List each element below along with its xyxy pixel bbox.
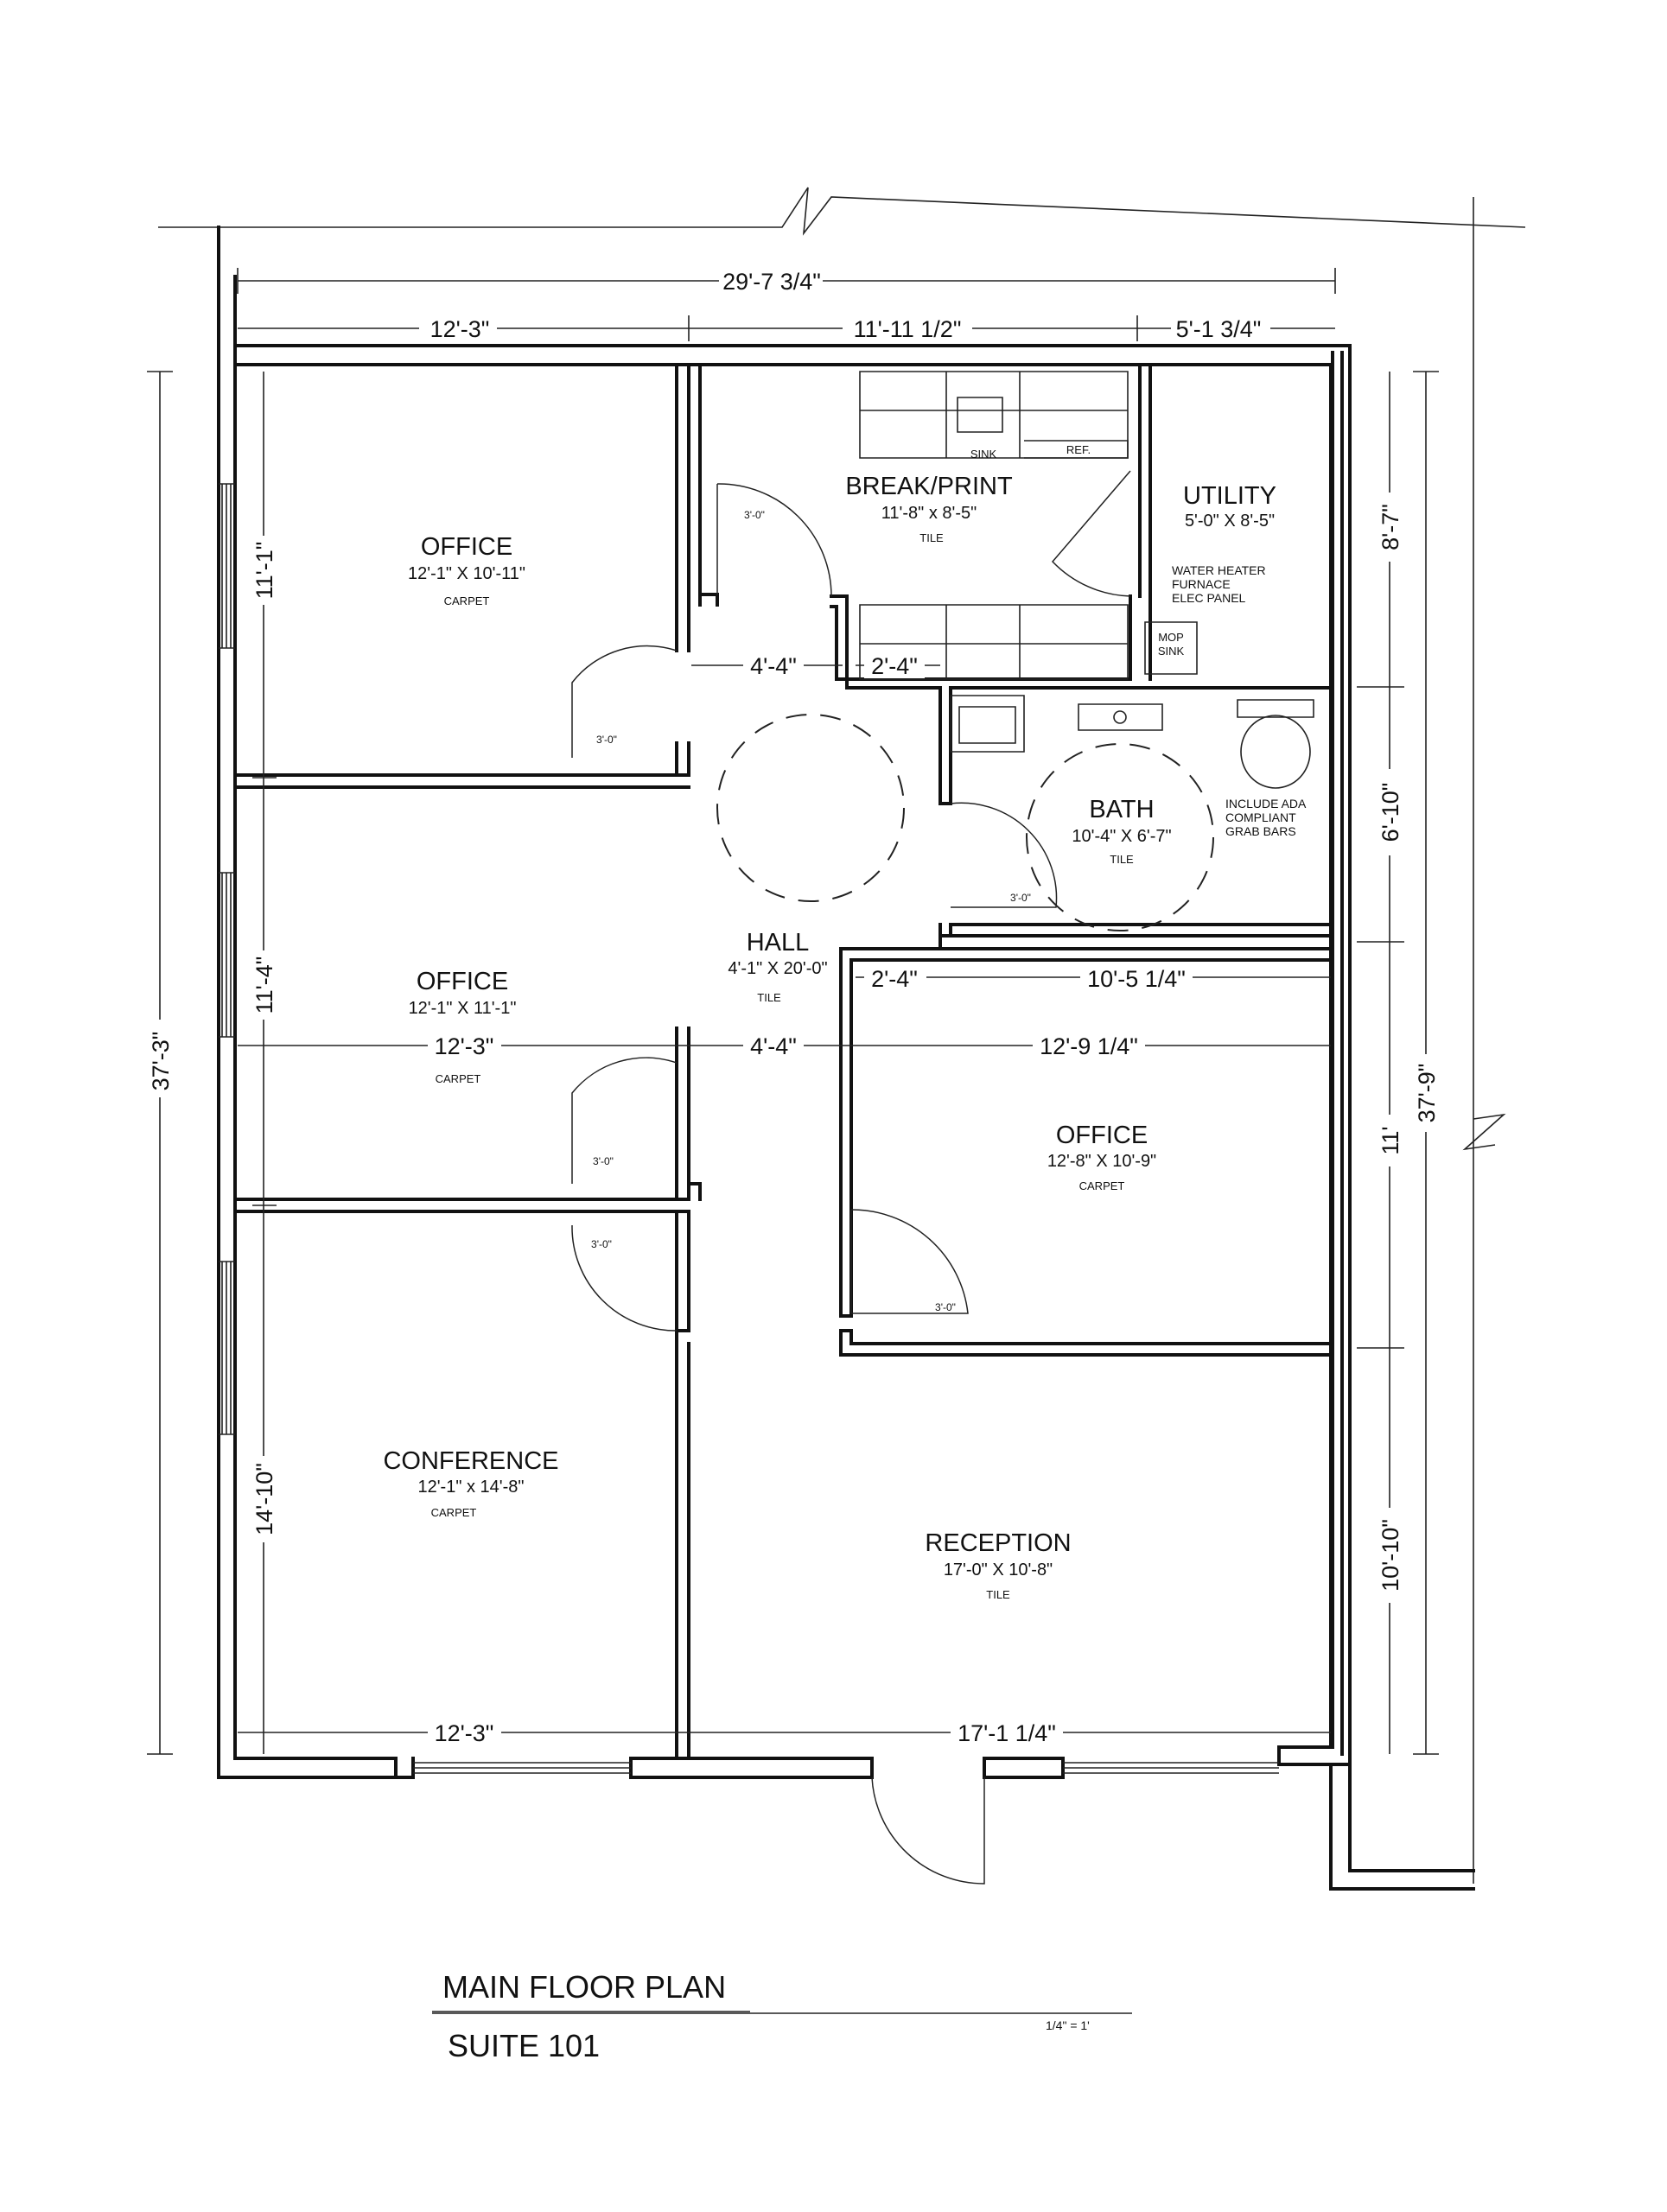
dim-right-4: 10'-10" xyxy=(1378,1519,1403,1592)
room-floor: TILE xyxy=(1110,853,1134,866)
plan-title: MAIN FLOOR PLAN xyxy=(442,1969,726,2005)
interior-walls xyxy=(233,363,1333,1760)
room-hall: HALL 4'-1" X 20'-0" TILE xyxy=(728,929,827,1004)
room-floor: CARPET xyxy=(431,1506,477,1519)
utility-note-3: ELEC PANEL xyxy=(1172,591,1246,605)
room-size: 17'-0" X 10'-8" xyxy=(944,1560,1053,1580)
room-conference: CONFERENCE 12'-1" x 14'-8" CARPET xyxy=(383,1447,558,1519)
room-floor: TILE xyxy=(919,531,944,544)
sink-label: SINK xyxy=(970,448,997,461)
dim-office1-depth: 11'-1" xyxy=(251,542,277,600)
room-name: OFFICE xyxy=(417,968,508,995)
dim-office3-top: 10'-5 1/4" xyxy=(1087,966,1186,992)
room-floor: CARPET xyxy=(1079,1179,1125,1192)
dim-top-mid: 11'-11 1/2" xyxy=(854,316,962,342)
mop-label-2: SINK xyxy=(1158,645,1185,658)
dim-overall-depth-left: 37'-3" xyxy=(148,1032,174,1091)
dim-break-lower: 2'-4" xyxy=(871,653,918,679)
dim-overall-depth-right: 37'-9" xyxy=(1414,1064,1440,1123)
dim-overall-width: 29'-7 3/4" xyxy=(722,269,821,295)
room-name: UTILITY xyxy=(1183,482,1276,510)
bath-note-3: GRAB BARS xyxy=(1225,824,1296,838)
dim-office3-width: 12'-9 1/4" xyxy=(1040,1033,1138,1059)
door-label: 3'-0" xyxy=(1010,892,1031,904)
room-name: HALL xyxy=(747,929,810,957)
windows xyxy=(219,483,1279,1774)
room-floor: CARPET xyxy=(444,594,490,607)
utility-note-2: FURNACE xyxy=(1172,577,1231,591)
room-name: OFFICE xyxy=(1056,1122,1148,1149)
room-size: 12'-8" X 10'-9" xyxy=(1047,1152,1156,1171)
room-office-3: OFFICE 12'-8" X 10'-9" CARPET xyxy=(1047,1122,1156,1192)
room-floor: CARPET xyxy=(436,1072,481,1085)
room-name: BATH xyxy=(1089,796,1154,823)
dim-hall-mid-a: 2'-4" xyxy=(871,966,918,992)
room-break-print: BREAK/PRINT 11'-8" x 8'-5" TILE SINK REF… xyxy=(845,443,1091,544)
dim-office2-depth: 11'-4" xyxy=(251,957,277,1014)
title-block: MAIN FLOOR PLAN SUITE 101 1/4" = 1' xyxy=(432,1969,1132,2063)
dim-top-right: 5'-1 3/4" xyxy=(1176,316,1262,342)
dim-hall-mid: 4'-4" xyxy=(750,1033,797,1059)
dim-top-left: 12'-3" xyxy=(430,316,490,342)
bath-note-2: COMPLIANT xyxy=(1225,810,1296,824)
door-labels: 3'-0" 3'-0" 3'-0" 3'-0" 3'-0" 3'-0" xyxy=(591,509,1031,1313)
dim-bottom-right: 17'-1 1/4" xyxy=(958,1720,1056,1746)
room-floor: TILE xyxy=(986,1588,1010,1601)
room-size: 10'-4" X 6'-7" xyxy=(1072,827,1171,846)
dim-conference-depth: 14'-10" xyxy=(251,1463,277,1535)
room-size: 4'-1" X 20'-0" xyxy=(728,959,827,978)
utility-note-1: WATER HEATER xyxy=(1172,563,1266,577)
room-name: RECEPTION xyxy=(925,1529,1071,1557)
dim-right-3: 11' xyxy=(1378,1126,1403,1154)
room-size: 12'-1" x 14'-8" xyxy=(417,1478,524,1497)
exterior-walls xyxy=(217,226,1352,1779)
room-bath: BATH 10'-4" X 6'-7" TILE INCLUDE ADA COM… xyxy=(1072,796,1307,866)
ref-label: REF. xyxy=(1066,443,1091,456)
plan-suite: SUITE 101 xyxy=(448,2028,600,2063)
room-name: CONFERENCE xyxy=(383,1447,558,1475)
room-office-1: OFFICE 12'-1" X 10'-11" CARPET xyxy=(408,533,525,607)
room-size: 11'-8" x 8'-5" xyxy=(881,504,977,523)
dim-hall-top: 4'-4" xyxy=(750,653,797,679)
bath-note-1: INCLUDE ADA xyxy=(1225,797,1307,810)
room-size: 12'-1" X 10'-11" xyxy=(408,564,525,583)
door-label: 3'-0" xyxy=(744,509,765,521)
dim-right-2: 6'-10" xyxy=(1378,783,1403,842)
room-reception: RECEPTION 17'-0" X 10'-8" TILE xyxy=(925,1529,1071,1601)
turning-circles xyxy=(716,714,1214,931)
door-label: 3'-0" xyxy=(935,1301,956,1313)
door-label: 3'-0" xyxy=(591,1238,612,1250)
room-name: OFFICE xyxy=(421,533,512,561)
room-name: BREAK/PRINT xyxy=(845,473,1013,500)
room-size: 12'-1" X 11'-1" xyxy=(409,999,517,1018)
dim-office2-width: 12'-3" xyxy=(435,1033,494,1059)
room-floor: TILE xyxy=(757,991,781,1004)
building-context-lines xyxy=(158,187,1526,1891)
door-label: 3'-0" xyxy=(596,734,617,746)
door-label: 3'-0" xyxy=(593,1155,614,1167)
mop-label-1: MOP xyxy=(1158,631,1184,644)
dim-right-1: 8'-7" xyxy=(1378,504,1403,550)
room-size: 5'-0" X 8'-5" xyxy=(1185,512,1275,531)
room-office-2: OFFICE 12'-1" X 11'-1" CARPET xyxy=(409,968,517,1085)
dimension-labels: 29'-7 3/4" 12'-3" 11'-11 1/2" 5'-1 3/4" … xyxy=(145,266,1441,1746)
dim-bottom-left: 12'-3" xyxy=(435,1720,494,1746)
doors xyxy=(571,470,1131,1885)
room-utility: UTILITY 5'-0" X 8'-5" WATER HEATER FURNA… xyxy=(1158,482,1276,658)
fixtures xyxy=(859,371,1314,789)
plan-scale: 1/4" = 1' xyxy=(1046,2018,1090,2032)
